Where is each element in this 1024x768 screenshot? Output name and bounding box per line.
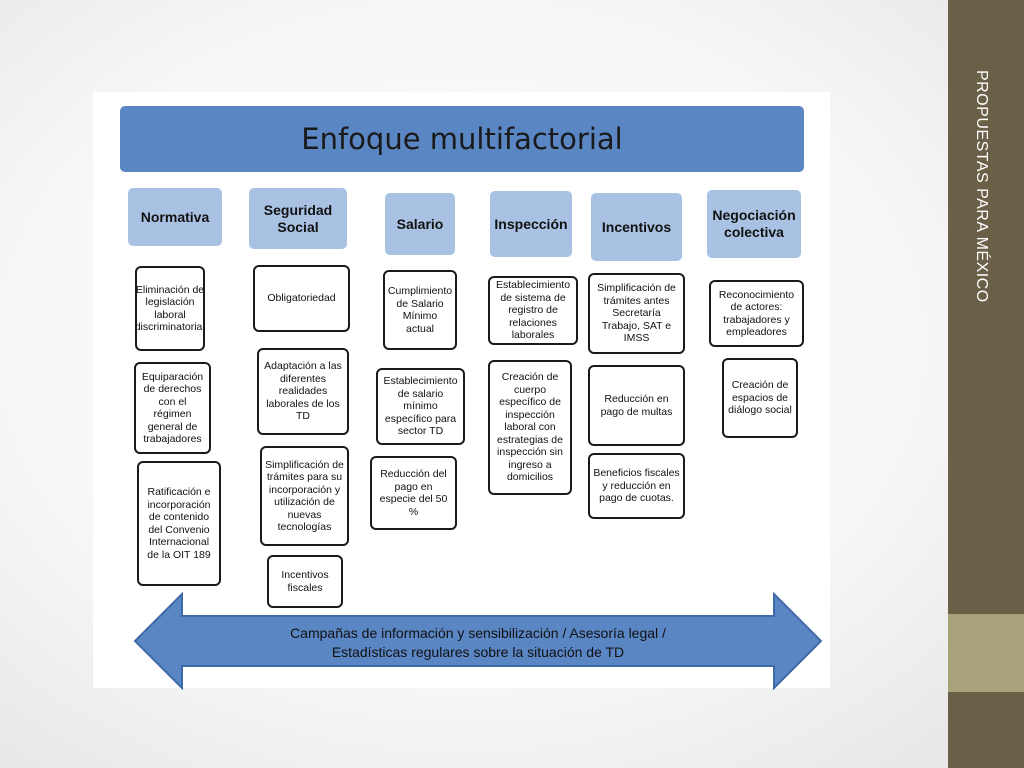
item-incentivos-3: Beneficios fiscales y reducción en pago … bbox=[588, 453, 685, 519]
item-seguridad-3: Simplificación de trámites para su incor… bbox=[260, 446, 349, 546]
item-normativa-2: Equiparación de derechos con el régimen … bbox=[134, 362, 211, 454]
arrow-banner-text: Campañas de información y sensibilizació… bbox=[232, 624, 724, 662]
item-seguridad-2: Adaptación a las diferentes realidades l… bbox=[257, 348, 349, 435]
item-incentivos-2: Reducción en pago de multas bbox=[588, 365, 685, 446]
item-salario-2: Establecimiento de salario mínimo especí… bbox=[376, 368, 465, 445]
category-inspeccion: Inspección bbox=[490, 191, 572, 257]
sidebar-accent-block bbox=[948, 614, 1024, 692]
item-normativa-1: Eliminación de legislación laboral discr… bbox=[135, 266, 205, 351]
category-negociacion-colectiva: Negociación colectiva bbox=[707, 190, 801, 258]
arrow-text-line-1: Campañas de información y sensibilizació… bbox=[290, 625, 666, 641]
item-normativa-3: Ratificación e incorporación de contenid… bbox=[137, 461, 221, 586]
item-salario-3: Reducción del pago en especie del 50 % bbox=[370, 456, 457, 530]
title-bar: Enfoque multifactorial bbox=[120, 106, 804, 172]
category-normativa: Normativa bbox=[128, 188, 222, 246]
diagram-title: Enfoque multifactorial bbox=[301, 122, 623, 156]
item-salario-1: Cumplimiento de Salario Mínimo actual bbox=[383, 270, 457, 350]
category-incentivos: Incentivos bbox=[591, 193, 682, 261]
item-negociacion-1: Reconocimiento de actores: trabajadores … bbox=[709, 280, 804, 347]
arrow-text-line-2: Estadísticas regulares sobre la situació… bbox=[331, 644, 625, 660]
double-arrow-banner bbox=[133, 592, 823, 690]
item-seguridad-1: Obligatoriedad bbox=[253, 265, 350, 332]
side-title: PROPUESTAS PARA MÉXICO bbox=[973, 70, 990, 303]
category-salario: Salario bbox=[385, 193, 455, 255]
item-seguridad-4: Incentivos fiscales bbox=[267, 555, 343, 608]
item-inspeccion-2: Creación de cuerpo específico de inspecc… bbox=[488, 360, 572, 495]
category-seguridad-social: Seguridad Social bbox=[249, 188, 347, 249]
double-arrow-shape bbox=[133, 592, 823, 690]
item-incentivos-1: Simplificación de trámites antes Secreta… bbox=[588, 273, 685, 354]
item-negociacion-2: Creación de espacios de diálogo social bbox=[722, 358, 798, 438]
item-inspeccion-1: Establecimiento de sistema de registro d… bbox=[488, 276, 578, 345]
